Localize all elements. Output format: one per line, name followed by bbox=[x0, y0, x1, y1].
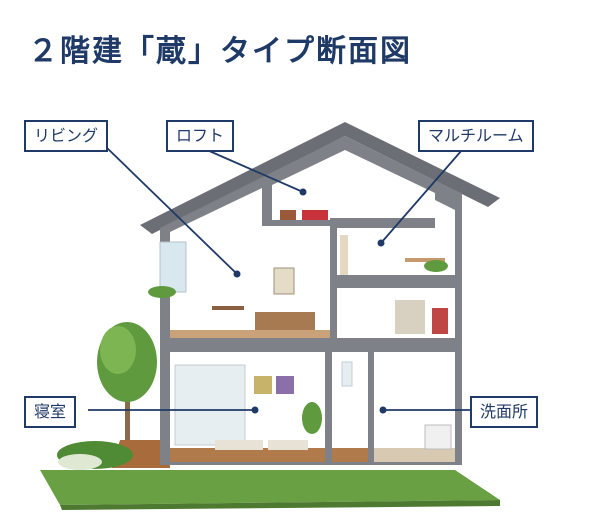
multi-room-plant bbox=[424, 260, 448, 272]
bed-right bbox=[268, 440, 308, 450]
hall-window bbox=[341, 361, 353, 387]
roof bbox=[140, 122, 500, 234]
leader-line-multi-room bbox=[380, 149, 463, 244]
ground-edge bbox=[60, 500, 500, 510]
label-washroom: 洗面所 bbox=[470, 396, 539, 428]
multi-room bbox=[337, 200, 455, 275]
multi-room-desk bbox=[405, 258, 445, 262]
loft-bag-1 bbox=[280, 210, 296, 220]
balcony-plant bbox=[148, 286, 176, 298]
living-picture bbox=[273, 267, 295, 295]
bed-left bbox=[215, 440, 263, 450]
label-bedroom: 寝室 bbox=[24, 396, 77, 428]
ground-lawn bbox=[40, 470, 500, 505]
leader-line-living bbox=[104, 145, 238, 275]
bedroom-window bbox=[174, 364, 246, 446]
label-loft: ロフト bbox=[166, 120, 235, 152]
storage-box bbox=[432, 308, 448, 334]
leader-dot-living bbox=[233, 270, 241, 278]
leader-dot-washroom bbox=[379, 406, 387, 414]
bedroom-picture-1 bbox=[254, 376, 272, 394]
bedroom-plant bbox=[302, 402, 322, 434]
leader-dot-loft bbox=[299, 188, 307, 196]
leader-dot-multi-room bbox=[377, 239, 385, 247]
hall-floor bbox=[332, 448, 368, 462]
bedroom-floor bbox=[170, 448, 325, 462]
leader-dot-bedroom bbox=[251, 406, 259, 414]
washbasin bbox=[424, 424, 452, 450]
living-table bbox=[212, 306, 244, 310]
leader-lines bbox=[88, 145, 470, 414]
living-floor bbox=[170, 330, 330, 338]
living-room bbox=[170, 188, 330, 338]
living-window bbox=[159, 241, 187, 293]
loft-ladder bbox=[340, 235, 348, 275]
page-title: ２階建「蔵」タイプ断面図 bbox=[28, 34, 412, 69]
loft-room bbox=[272, 150, 435, 220]
leader-line-loft bbox=[206, 149, 304, 193]
loft-bag-2 bbox=[302, 210, 328, 220]
label-multi-room: マルチルーム bbox=[418, 120, 534, 152]
living-cabinet bbox=[255, 312, 315, 330]
label-living: リビング bbox=[24, 120, 109, 152]
shrub-flowers bbox=[58, 454, 102, 470]
washroom-floor bbox=[374, 448, 455, 462]
storage-shelf bbox=[395, 300, 425, 334]
tree-foliage-highlight bbox=[100, 326, 136, 374]
bedroom-picture-2 bbox=[276, 376, 294, 394]
